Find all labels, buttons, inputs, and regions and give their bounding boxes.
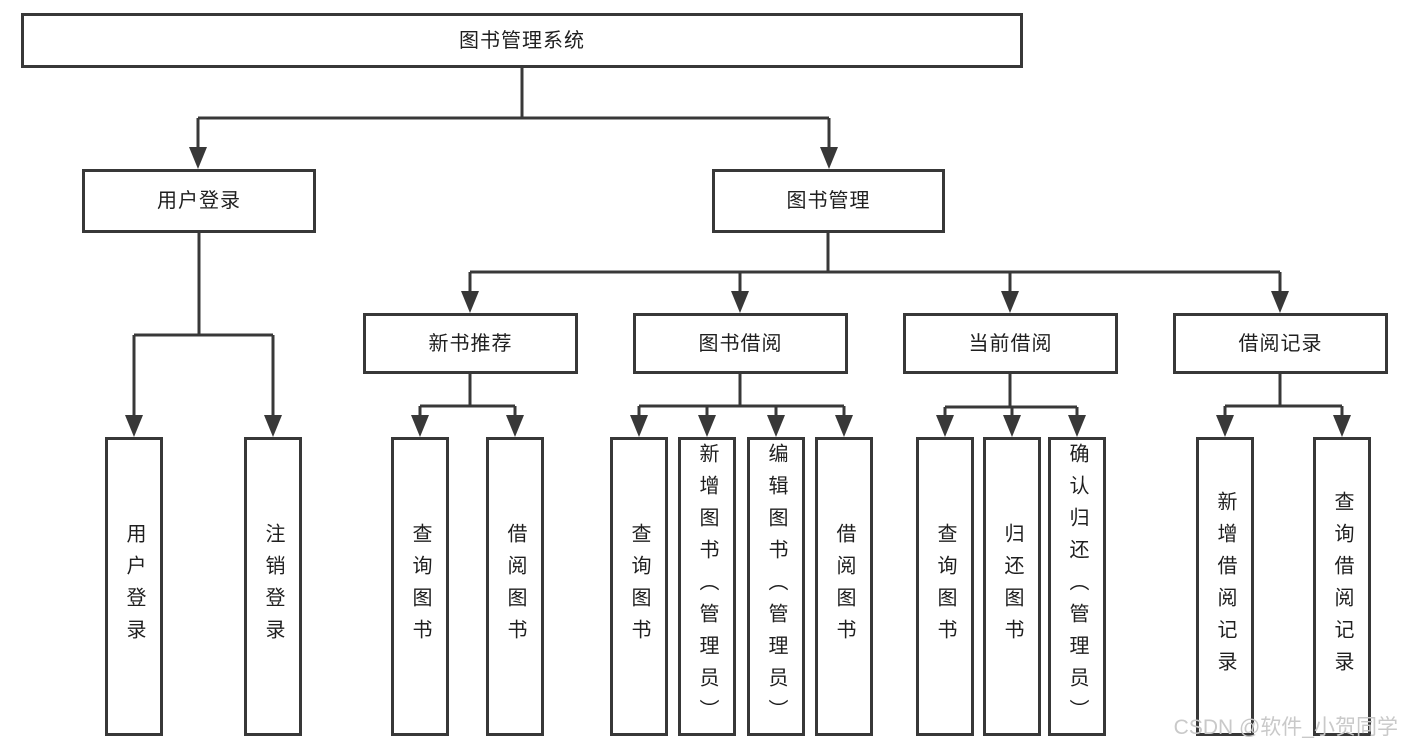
node-label: 新增图书（管理员） bbox=[696, 442, 718, 731]
node-label: 图书管理 bbox=[786, 190, 871, 212]
node-label: 借阅图书 bbox=[504, 522, 526, 651]
node-label: 新书推荐 bbox=[428, 332, 513, 355]
leaf-user-login: 用户登录 bbox=[105, 437, 163, 736]
node-label: 注销登录 bbox=[262, 522, 284, 651]
node-book-management: 图书管理 bbox=[712, 169, 945, 233]
leaf-logout: 注销登录 bbox=[244, 437, 302, 736]
node-current-borrowing: 当前借阅 bbox=[903, 313, 1118, 374]
node-label: 编辑图书（管理员） bbox=[765, 442, 787, 731]
csdn-watermark: CSDN @软件_小贺同学 bbox=[1173, 716, 1398, 739]
node-library-management-system: 图书管理系统 bbox=[21, 13, 1023, 68]
node-user-login: 用户登录 bbox=[82, 169, 316, 233]
leaf-borrow-books: 借阅图书 bbox=[486, 437, 544, 736]
node-label: 查询借阅记录 bbox=[1331, 490, 1353, 683]
node-book-borrowing: 图书借阅 bbox=[633, 313, 848, 374]
node-label: 确认归还（管理员） bbox=[1066, 442, 1088, 731]
leaf-add-borrow-record: 新增借阅记录 bbox=[1196, 437, 1254, 736]
node-label: 借阅图书 bbox=[833, 522, 855, 651]
node-new-book-recommendation: 新书推荐 bbox=[363, 313, 578, 374]
leaf-query-books: 查询图书 bbox=[916, 437, 974, 736]
node-label: 查询图书 bbox=[628, 522, 650, 651]
leaf-query-books: 查询图书 bbox=[391, 437, 449, 736]
node-label: 归还图书 bbox=[1001, 522, 1023, 651]
node-borrowing-records: 借阅记录 bbox=[1173, 313, 1388, 374]
node-label: 用户登录 bbox=[157, 190, 241, 212]
node-label: 借阅记录 bbox=[1238, 332, 1323, 355]
node-label: 查询图书 bbox=[409, 522, 431, 651]
node-label: 用户登录 bbox=[123, 522, 145, 651]
leaf-borrow-books: 借阅图书 bbox=[815, 437, 873, 736]
node-label: 图书借阅 bbox=[698, 332, 783, 355]
leaf-edit-books-admin: 编辑图书（管理员） bbox=[747, 437, 805, 736]
node-label: 查询图书 bbox=[934, 522, 956, 651]
leaf-query-books: 查询图书 bbox=[610, 437, 668, 736]
node-label: 当前借阅 bbox=[968, 332, 1053, 355]
node-label: 图书管理系统 bbox=[459, 29, 585, 52]
leaf-add-books-admin: 新增图书（管理员） bbox=[678, 437, 736, 736]
leaf-confirm-return-admin: 确认归还（管理员） bbox=[1048, 437, 1106, 736]
node-label: 新增借阅记录 bbox=[1214, 490, 1236, 683]
leaf-query-borrow-record: 查询借阅记录 bbox=[1313, 437, 1371, 736]
leaf-return-books: 归还图书 bbox=[983, 437, 1041, 736]
